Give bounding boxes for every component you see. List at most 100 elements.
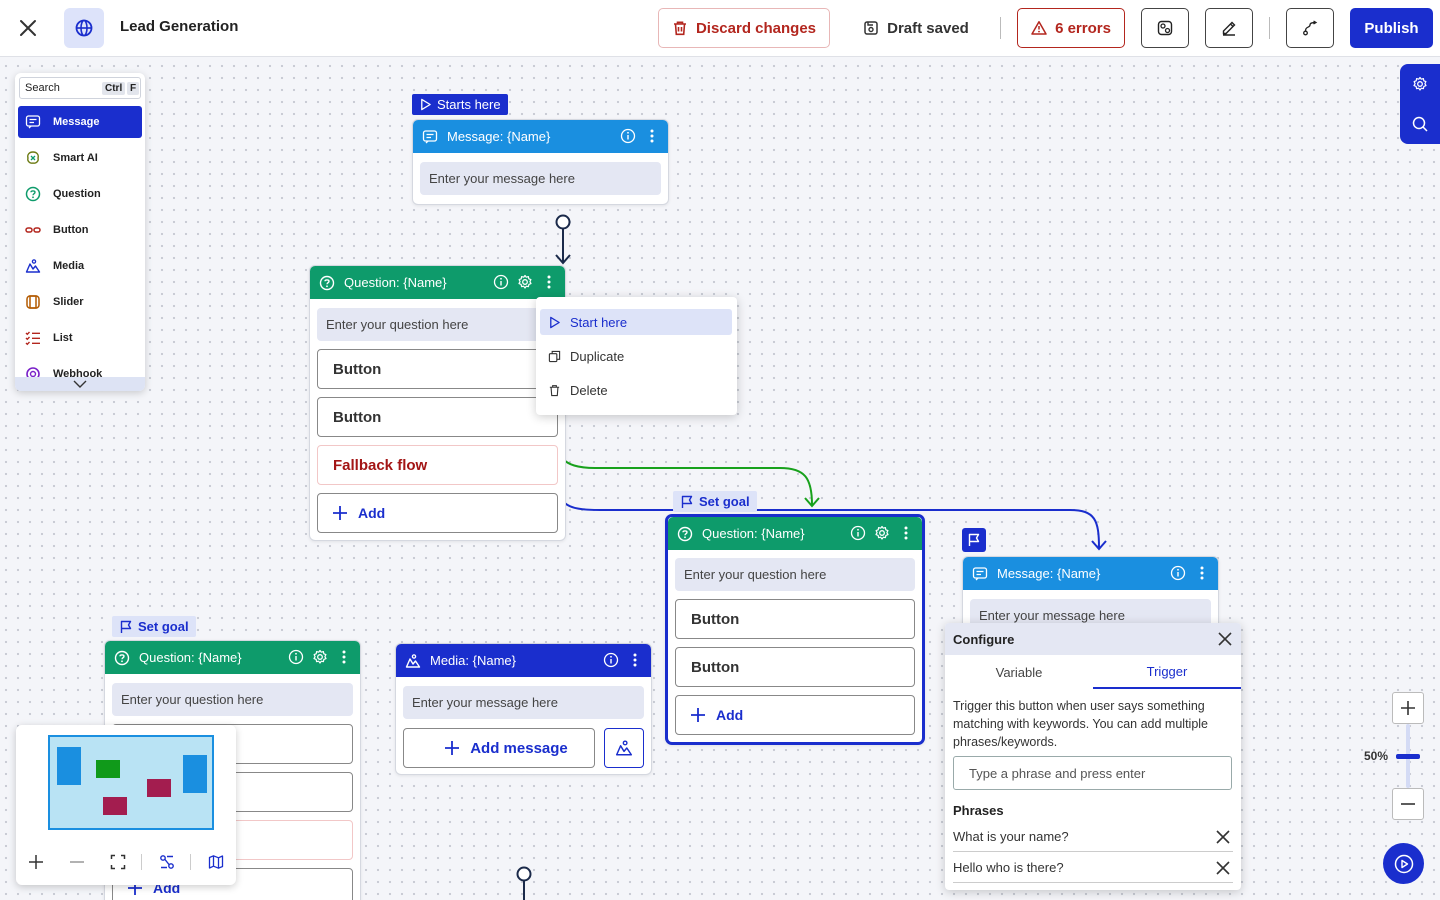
palette-item-message[interactable]: Message <box>18 106 142 138</box>
button-option[interactable]: Button <box>317 397 558 437</box>
info-icon[interactable] <box>1170 565 1186 581</box>
minimap-zoom-in[interactable] <box>24 850 48 874</box>
globe-icon[interactable] <box>64 8 104 48</box>
language-button[interactable] <box>1141 8 1189 48</box>
button-option[interactable]: Button <box>675 647 915 687</box>
palette-search-input[interactable]: Search Ctrl F <box>19 77 141 99</box>
more-vertical-icon[interactable] <box>1194 565 1210 581</box>
divider <box>190 854 191 870</box>
info-icon[interactable] <box>288 649 304 665</box>
plus-icon <box>444 740 460 756</box>
translate-icon <box>1157 20 1173 36</box>
gear-icon[interactable] <box>874 525 890 541</box>
info-icon[interactable] <box>493 274 509 290</box>
more-vertical-icon[interactable] <box>898 525 914 541</box>
minimap-toggle[interactable] <box>204 850 228 874</box>
publish-button[interactable]: Publish <box>1350 8 1433 48</box>
minus-icon <box>69 854 85 870</box>
question-icon <box>25 186 41 202</box>
node-context-menu: Start here Duplicate Delete <box>536 297 737 415</box>
palette-item-label: Button <box>53 224 89 236</box>
play-icon <box>1394 854 1414 874</box>
palette-item-button[interactable]: Button <box>18 214 142 246</box>
more-vertical-icon[interactable] <box>644 128 660 144</box>
more-vertical-icon[interactable] <box>627 652 643 668</box>
preview-play-button[interactable] <box>1383 843 1424 884</box>
minimap-zoom-out[interactable] <box>65 850 89 874</box>
gear-icon[interactable] <box>517 274 533 290</box>
add-media-button[interactable] <box>604 728 644 768</box>
minimap-layout[interactable] <box>155 850 179 874</box>
phrases-label: Phrases <box>953 803 1004 818</box>
flow-button[interactable] <box>1286 8 1334 48</box>
remove-phrase-icon[interactable] <box>1215 829 1231 845</box>
trigger-description: Trigger this button when user says somet… <box>953 699 1209 749</box>
close-icon[interactable] <box>1217 631 1233 647</box>
minimap-fit-view[interactable] <box>106 850 130 874</box>
media-message-input[interactable]: Enter your message here <box>403 686 644 719</box>
palette-item-label: Media <box>53 260 85 272</box>
button-option[interactable]: Button <box>675 599 915 639</box>
palette-scroll-down[interactable] <box>15 377 145 391</box>
remove-phrase-icon[interactable] <box>1215 860 1231 876</box>
node-header: Question: {Name} <box>105 641 360 674</box>
play-icon <box>548 316 561 329</box>
copy-icon <box>548 350 561 363</box>
slider-icon <box>25 294 41 310</box>
more-vertical-icon[interactable] <box>336 649 352 665</box>
tab-variable[interactable]: Variable <box>995 664 1043 680</box>
gear-icon[interactable] <box>312 649 328 665</box>
info-icon[interactable] <box>603 652 619 668</box>
minimap-viewport[interactable] <box>48 735 214 830</box>
palette-item-smart-ai[interactable]: Smart AI <box>18 142 142 174</box>
fallback-flow-button[interactable]: Fallback flow <box>317 445 558 485</box>
search-icon[interactable] <box>1412 116 1428 132</box>
message-node-start[interactable]: Message: {Name} Enter your message here <box>412 119 669 205</box>
zoom-in-button[interactable] <box>1392 692 1424 724</box>
zoom-level: 50% <box>1364 749 1389 763</box>
right-toolbar <box>1400 64 1440 144</box>
question-node-1[interactable]: Question: {Name} Enter your question her… <box>309 265 566 541</box>
discard-changes-button[interactable]: Discard changes <box>658 8 830 48</box>
media-icon <box>615 739 633 757</box>
info-icon[interactable] <box>620 128 636 144</box>
pencil-icon <box>1221 20 1237 36</box>
question-icon <box>114 650 130 666</box>
tab-trigger[interactable]: Trigger <box>1093 655 1241 689</box>
question-input[interactable]: Enter your question here <box>675 558 915 591</box>
edge-handle-bottom <box>516 866 532 882</box>
palette-item-media[interactable]: Media <box>18 250 142 282</box>
close-icon[interactable] <box>14 14 42 42</box>
errors-button[interactable]: 6 errors <box>1017 8 1125 48</box>
menu-item-label: Delete <box>570 382 608 398</box>
button-option[interactable]: Button <box>317 349 558 389</box>
phrase-item: What is your name? <box>953 822 1233 852</box>
menu-item-start-here[interactable]: Start here <box>540 309 732 335</box>
starts-here-label: Starts here <box>437 97 501 112</box>
message-icon <box>25 114 41 130</box>
question-input[interactable]: Enter your question here <box>112 683 353 716</box>
app-title: Lead Generation <box>120 18 239 35</box>
add-message-button[interactable]: Add message <box>403 728 595 768</box>
plus-icon <box>1400 700 1416 716</box>
phrase-input[interactable]: Type a phrase and press enter <box>953 756 1232 790</box>
question-node-2[interactable]: Question: {Name} Enter your question her… <box>665 514 925 745</box>
zoom-slider-thumb[interactable] <box>1396 754 1420 759</box>
info-icon[interactable] <box>850 525 866 541</box>
goal-flag-badge[interactable] <box>962 528 986 552</box>
palette-item-slider[interactable]: Slider <box>18 286 142 318</box>
more-vertical-icon[interactable] <box>541 274 557 290</box>
palette-item-list[interactable]: List <box>18 322 142 354</box>
message-input[interactable]: Enter your message here <box>420 162 661 195</box>
menu-item-duplicate[interactable]: Duplicate <box>540 343 732 369</box>
palette-item-question[interactable]: Question <box>18 178 142 210</box>
add-button[interactable]: Add <box>317 493 558 533</box>
edit-button[interactable] <box>1205 8 1253 48</box>
question-input[interactable]: Enter your question here <box>317 308 558 341</box>
add-button[interactable]: Add <box>675 695 915 735</box>
settings-icon[interactable] <box>1412 76 1428 92</box>
palette-item-label: Message <box>53 116 100 128</box>
menu-item-delete[interactable]: Delete <box>540 377 732 403</box>
media-node[interactable]: Media: {Name} Enter your message here Ad… <box>395 643 652 775</box>
zoom-out-button[interactable] <box>1392 788 1424 820</box>
